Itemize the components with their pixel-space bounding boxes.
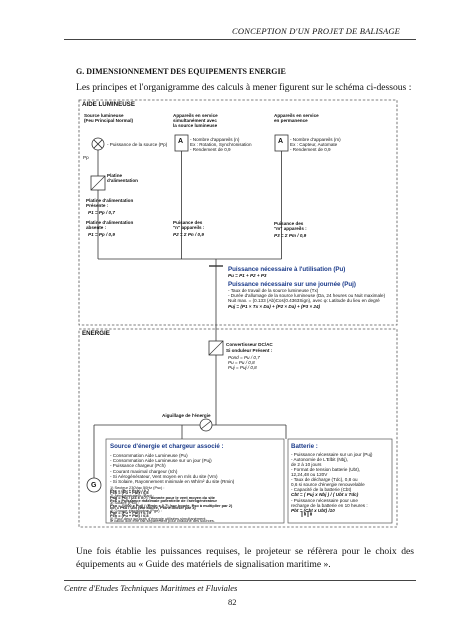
page-number: 82 (228, 597, 237, 607)
battery-line: - Taux de décharge (Tdc), 0,8 ou (291, 477, 358, 482)
p2-formula: P2 = Σ Pn / 0,9 (173, 232, 204, 237)
source-case: 3) Solaire (Pso) : (110, 500, 140, 506)
footer-rule (64, 580, 416, 581)
platine-label-2: d'alimentation (107, 178, 138, 183)
conv-title-2: Si onduleur Présent : (226, 348, 273, 353)
source-line: - Si Aérogénérateur, Vent moyen en m/s d… (110, 473, 218, 479)
source-case: 4) Groupe électrogène (Pge) : (110, 507, 162, 513)
battery-title: Batterie : (291, 443, 318, 450)
battery-formula-2: Pbt = (Cbt x Ubt) /10 (291, 507, 335, 513)
p3-formula: P3 = Σ Pm / 0,9 (274, 233, 307, 238)
app-sim-title-3: la source lumineuse (173, 123, 218, 128)
source-case: Ich = Pso / Ubt (sur bouée, Pso à divise… (110, 505, 196, 511)
conv-formula-2: Pu = Pu / 0,8 (228, 360, 255, 365)
source-case: Pc6 = Puissance maximale potentielle de … (110, 497, 217, 503)
p3-title-2: "m" appareils : (274, 226, 307, 231)
puj-line-3: Nuit max. = (0.133 (Ab)Cos(0.4363Sign), … (228, 298, 380, 303)
app-perm-desc-3: - Rendement de 0,9 (290, 147, 331, 152)
app-perm-desc-1: - Nombre d'appareils (m) (290, 137, 341, 142)
source-energy-lines: - Consommation Aide Lumineuse (Pu) - Con… (110, 453, 282, 484)
header-rule (64, 39, 416, 40)
app-sim-desc-2: Ex : Rotation, Synchronisation (190, 142, 252, 147)
platine-label-1: Platine (107, 173, 123, 178)
pu-formula: Pu = P1 + P2 + P3 (228, 273, 267, 278)
conclusion-paragraph: Une fois établie les puissances requises… (76, 546, 414, 570)
app-sim-desc-3: - Rendement de 0,9 (190, 147, 231, 152)
app-sim-desc-1: - Nombre d'appareils (n) (190, 137, 240, 142)
platine-absente-2: absente : (86, 225, 107, 230)
app-sim-title-1: Appareils en service (173, 113, 218, 118)
conv-title-1: Convertisseur DC/AC (226, 342, 273, 347)
battery-note-1: - Puissance nécessaire pour une (291, 497, 358, 503)
source-energy-title: Source d'énergie et chargeur associé : (110, 443, 224, 450)
flowchart-graphics (78, 99, 398, 528)
footer-organization: Centre d'Etudes Techniques Maritimes et … (64, 583, 238, 593)
source-case: Pch = (Pu + Pbt) / 0,8 (110, 513, 149, 519)
battery-box (287, 438, 393, 524)
platine-present-1: Platine d'alimentation (86, 198, 134, 203)
conv-formula-1: Pond = Pu / 0,7 (228, 355, 260, 360)
aiguillage-label: Aiguillage de l'énergie (162, 413, 211, 418)
section-title: G. DIMENSIONNEMENT DES EQUIPEMENTS ENERG… (76, 67, 286, 76)
puj-line-1: - Taux de travail de la source lumineuse… (228, 288, 319, 293)
app-perm-desc-2: Ex : Capteur, Automate (290, 142, 338, 147)
generator-label: G (91, 482, 97, 489)
battery-lines: - Puissance nécessaire sur un jour (Puj)… (291, 452, 391, 513)
source-case: Pge = (Pu + Pbt) / 0,75 (110, 510, 151, 516)
battery-note-2: recharge de la batterie en 10 heures : (291, 502, 368, 508)
source-line: - Consommation Aide Lumineuse sur un jou… (110, 458, 212, 464)
battery-line: 0,6 si source d'énergie renouvelable (291, 482, 365, 487)
app-sim-title-2: simultanément avec (173, 118, 217, 123)
source-title-1: Source lumineuse (84, 113, 124, 118)
source-case: Pch = (Pu + Pbt) / 0,8 (110, 490, 149, 496)
battery-line: - Capacité de la batterie (Cbt) (291, 487, 352, 492)
p2-title-2: "n" appareils : (173, 225, 205, 230)
pu-title: Puissance nécessaire à l'utilisation (Pu… (228, 266, 346, 273)
intro-paragraph: Les principes et l'organigramme des calc… (76, 82, 412, 93)
device-box-1-label: A (178, 138, 184, 145)
source-line: - Si Solaire, Rayonnement minimale en Wh… (110, 479, 235, 485)
source-title-2: (Feu Principal Normal) (84, 118, 134, 123)
p3-title-1: Puisance des (274, 221, 304, 226)
source-cases: 1) Secteur 230Vac 50Hz (Psc) : Psc = (Pu… (110, 485, 282, 524)
battery-line: - Autonomie de L'Elbit (Nbj), (291, 457, 349, 462)
battery-line: 12,24,48 ou 120V (291, 472, 328, 477)
energy-source-box (105, 438, 285, 524)
battery-formula-1: Cbt = ( Puj x Nbj ) / ( Ubt x Tdc) (291, 492, 359, 497)
source-case: Pso = (1000 x Puj) / (Rmin x 0,7) (sur b… (110, 502, 233, 508)
source-line: - Courant maximal chargeur (Ich) (110, 468, 178, 474)
conv-formula-3: Puj = Puj / 0,8 (228, 365, 257, 370)
puj-line-2: - Durée d'allumage de la source lumineus… (228, 293, 386, 298)
platine-absente-1: Platine d'alimentation (86, 220, 134, 225)
puj-title: Puissance nécessaire sur une journée (Pu… (228, 281, 356, 288)
source-line: - Puissance chargeur (Pch) (110, 463, 166, 469)
source-power: - Puissance de la source (Pp) (107, 142, 168, 147)
running-header: CONCEPTION D'UN PROJET DE BALISAGE (232, 26, 401, 36)
aide-title: AIDE LUMINEUSE (82, 101, 135, 108)
battery-line: de 2 à 10 jours (291, 462, 322, 467)
source-case: 1) Secteur 230Vac 50Hz (Psc) : (110, 485, 165, 490)
source-case: 2) Aérogénérateur (Pag) : (110, 492, 155, 498)
battery-line: - Format de tension batterie (Ubt), (291, 467, 361, 472)
app-perm-title-1: Appareils en service (274, 113, 319, 118)
source-case: Pag = Puj / (24 x 0,7) , donnée pour le … (110, 495, 215, 501)
pp-label: Pp (83, 155, 89, 160)
app-perm-title-2: en permanence (274, 118, 308, 123)
platine-present-formula: P1 = Pp / 0,7 (88, 210, 115, 215)
platine-present-2: Présente : (86, 203, 109, 208)
source-line: - Consommation Aide Lumineuse (Pu) (110, 453, 188, 458)
battery-line: - Puissance nécessaire sur un jour (Puj) (291, 452, 373, 457)
device-box-2-label: A (278, 138, 284, 145)
source-case: Psc = (Pu + Pch) / 0,7 (110, 487, 150, 493)
aide-frame (78, 99, 398, 326)
puj-formula: Puj = (P1 × Tx × Da) + (P2 × Da) + (P3 ×… (228, 304, 321, 309)
energy-flowchart: AIDE LUMINEUSE Source lumineuse (Feu Pri… (76, 97, 400, 529)
source-case: le calcul doit être fait séparément pour… (110, 518, 215, 524)
platine-absente-formula: P1 = Pp / 0,9 (88, 232, 115, 237)
source-case: 5) Pour deux sources d'énergie utilisées… (110, 515, 207, 521)
energie-title: ENERGIE (82, 330, 110, 337)
p2-title-1: Puisance des (173, 220, 203, 225)
